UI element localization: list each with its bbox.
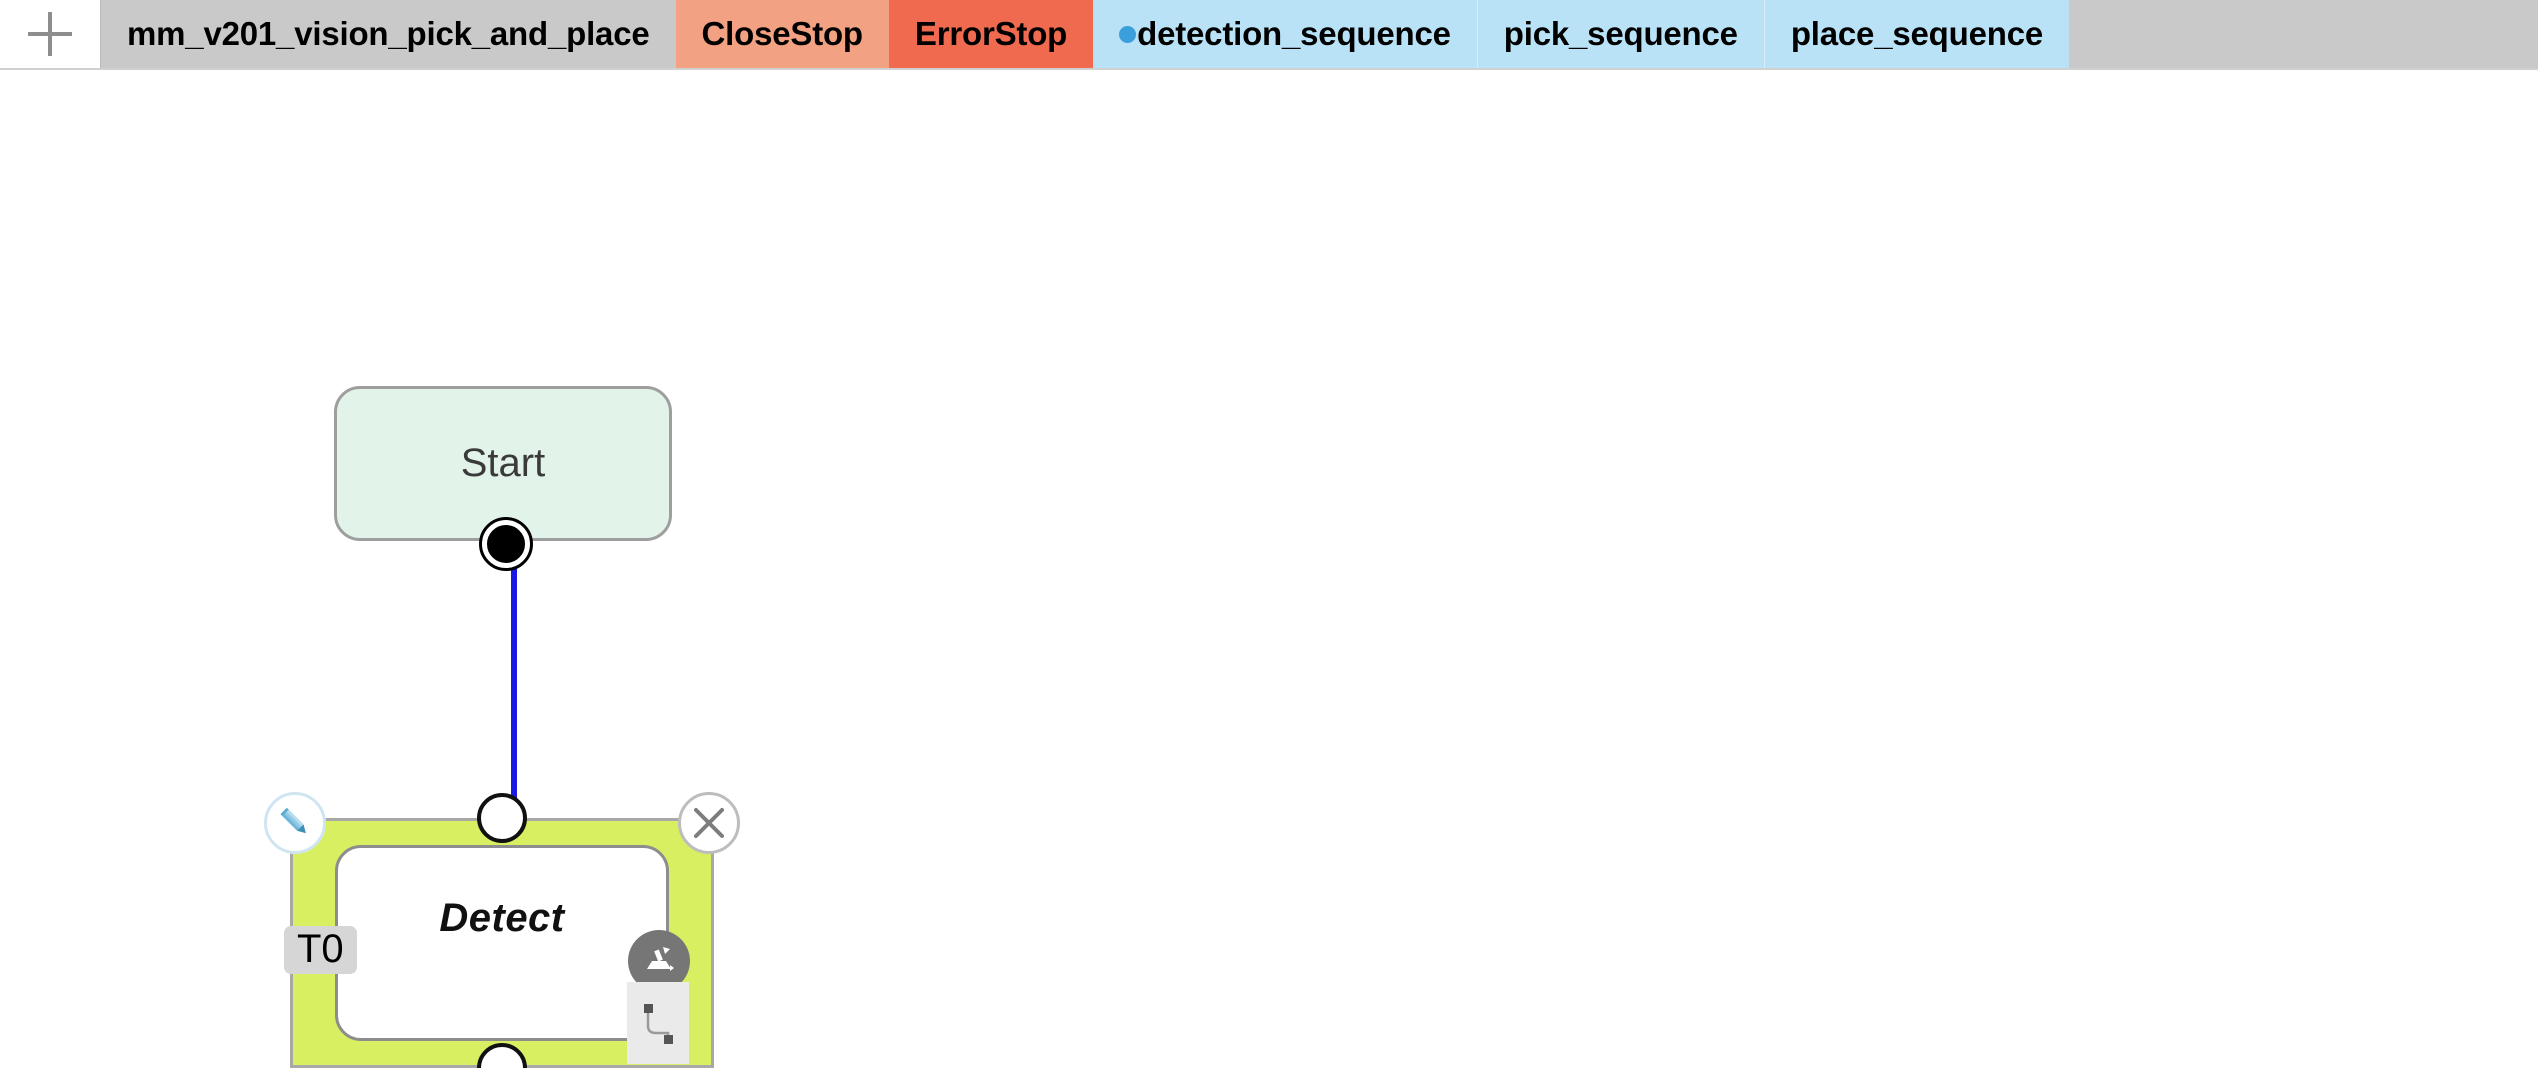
node-start-label: Start — [460, 441, 546, 485]
tab-errorstop[interactable]: ErrorStop — [888, 0, 1094, 68]
node-path-thumbnail[interactable] — [627, 982, 689, 1064]
tab-detection-sequence[interactable]: detection_sequence — [1093, 0, 1478, 68]
tab-label: pick_sequence — [1503, 15, 1738, 52]
tab-label: place_sequence — [1790, 15, 2044, 52]
tab-bar: mm_v201_vision_pick_and_place CloseStop … — [0, 0, 2538, 70]
path-waypoints-icon — [644, 1004, 673, 1044]
tab-place-sequence[interactable]: place_sequence — [1764, 0, 2070, 68]
node-robot-badge[interactable] — [628, 930, 690, 992]
node-detect[interactable]: Detect T0 — [264, 792, 740, 1068]
active-tab-dot-icon — [1119, 25, 1137, 43]
node-edit-button[interactable] — [264, 792, 326, 854]
close-icon — [694, 808, 724, 838]
tab-label: CloseStop — [701, 15, 864, 52]
tab-project[interactable]: mm_v201_vision_pick_and_place — [101, 0, 676, 68]
node-start[interactable]: Start — [334, 386, 672, 571]
add-tab-button[interactable] — [0, 0, 101, 68]
tab-label: mm_v201_vision_pick_and_place — [127, 15, 650, 52]
sequence-canvas[interactable]: Start Detect T0 — [0, 70, 2538, 1068]
node-close-button[interactable] — [678, 792, 740, 854]
node-detect-label: Detect — [439, 896, 565, 940]
robot-arm-icon — [647, 947, 674, 971]
port-start-out[interactable] — [479, 517, 533, 571]
pencil-icon — [280, 807, 306, 834]
tab-label: ErrorStop — [914, 15, 1068, 52]
tab-pick-sequence[interactable]: pick_sequence — [1477, 0, 1765, 68]
tab-label: detection_sequence — [1137, 15, 1451, 52]
plus-icon — [28, 12, 72, 56]
port-detect-in[interactable] — [477, 793, 527, 843]
node-detect-time-badge: T0 — [284, 926, 357, 974]
node-detect-body[interactable] — [335, 845, 669, 1041]
tab-closestop[interactable]: CloseStop — [675, 0, 889, 68]
